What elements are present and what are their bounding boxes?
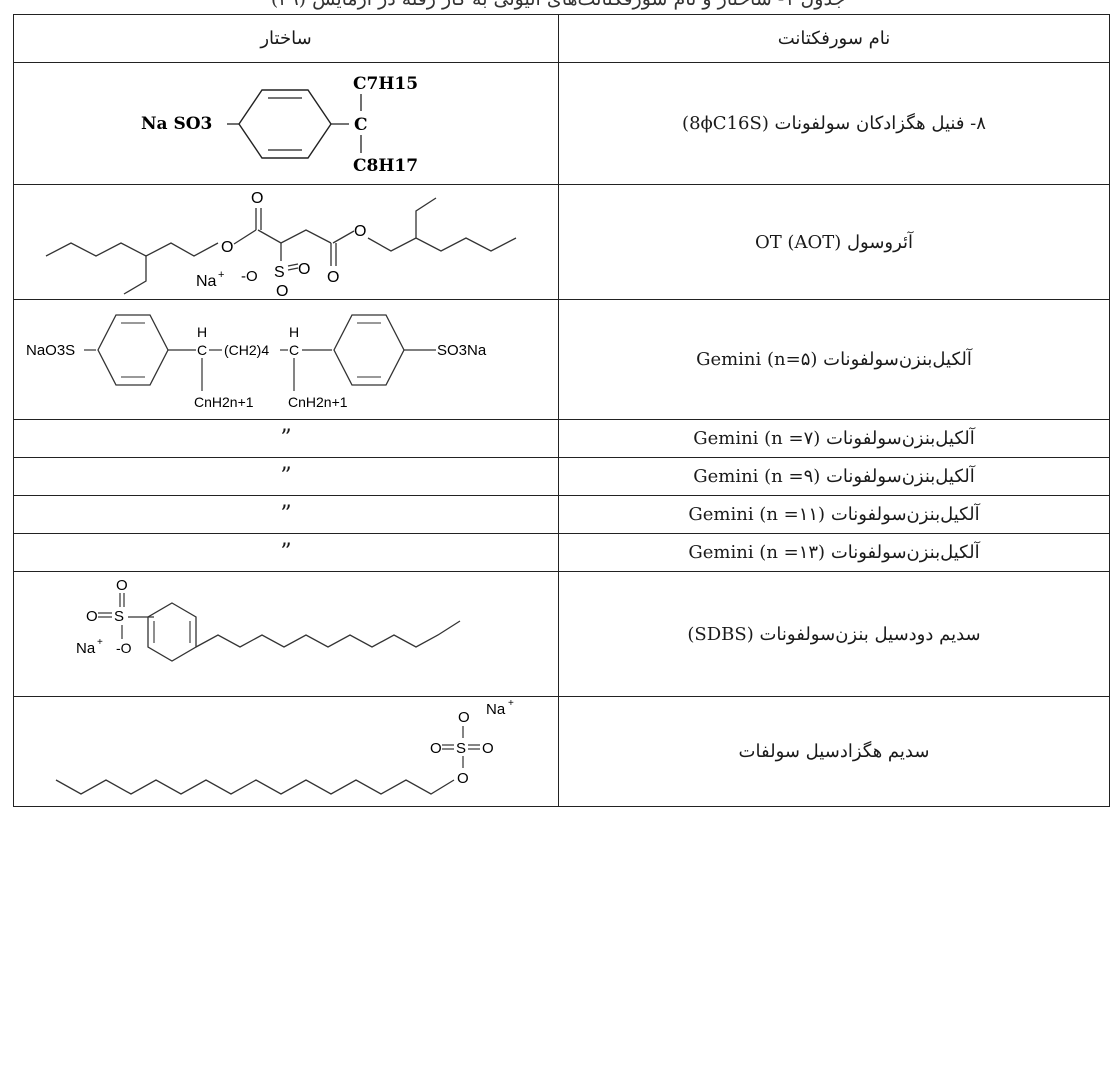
surfactant-name: آلکیل‌بنزن‌سولفونات Gemini (n =۱۱) — [558, 495, 1110, 534]
table-row: ” آلکیل‌بنزن‌سولفونات Gemini (n =۱۱) — [13, 495, 1110, 534]
table-caption: جدول ۱- ساختار و نام سورفکتانت‌های آنیون… — [0, 0, 1116, 14]
benzene-ring — [238, 88, 332, 159]
structure-cell: NaO3S H C CnH2n+1 (CH2)4 H C CnH2n+1 — [13, 299, 559, 420]
svg-text:Na: Na — [76, 640, 96, 657]
aot-structure: O O S O O -O Na + O O — [45, 190, 517, 298]
gemini-structure: NaO3S H C CnH2n+1 (CH2)4 H C CnH2n+1 — [26, 313, 487, 410]
svg-text:(CH2)4: (CH2)4 — [224, 342, 269, 358]
surfactant-name: آئروسول OT (AOT) — [558, 184, 1110, 300]
formula-text: C7H15 — [353, 74, 418, 94]
svg-text:-O: -O — [241, 268, 258, 285]
svg-text:C: C — [197, 342, 207, 358]
ditto-mark: ” — [13, 533, 559, 572]
sdbs-structure: O S O -O Na + — [76, 577, 461, 662]
table-row: NaO3S H C CnH2n+1 (CH2)4 H C CnH2n+1 — [13, 299, 1110, 420]
svg-text:NaO3S: NaO3S — [26, 342, 75, 359]
svg-text:O: O — [251, 190, 263, 207]
formula-text: C8H17 — [353, 156, 418, 176]
table-row: ” آلکیل‌بنزن‌سولفونات Gemini (n =۷) — [13, 419, 1110, 458]
svg-text:SO3Na: SO3Na — [437, 342, 487, 359]
surfactant-name: آلکیل‌بنزن‌سولفونات Gemini (n=۵) — [558, 299, 1110, 420]
svg-text:O: O — [458, 709, 470, 726]
svg-text:O: O — [221, 239, 233, 256]
svg-text:O: O — [116, 577, 128, 594]
surfactant-name: آلکیل‌بنزن‌سولفونات Gemini (n =۹) — [558, 457, 1110, 496]
svg-text:CnH2n+1: CnH2n+1 — [194, 394, 254, 410]
surfactant-name: آلکیل‌بنزن‌سولفونات Gemini (n =۷) — [558, 419, 1110, 458]
ditto-mark: ” — [13, 457, 559, 496]
svg-text:C: C — [289, 342, 299, 358]
svg-text:O: O — [298, 261, 310, 278]
table-header-row: ساختار نام سورفکتانت — [13, 14, 1110, 63]
structure-cell: O S O -O Na + — [13, 571, 559, 697]
table-row: ” آلکیل‌بنزن‌سولفونات Gemini (n =۹) — [13, 457, 1110, 496]
header-structure: ساختار — [13, 14, 559, 63]
surfactant-name: آلکیل‌بنزن‌سولفونات Gemini (n =۱۳) — [558, 533, 1110, 572]
structure-cell: Na SO3 C7H15 C C8H17 — [13, 62, 559, 185]
structure-cell: O O S O O -O Na + O O — [13, 184, 559, 300]
table-row: O S O -O Na + سدیم دودسیل بنزن‌سولفونات … — [13, 571, 1110, 697]
svg-text:Na: Na — [486, 701, 506, 718]
svg-text:O: O — [86, 608, 98, 625]
surfactant-name: سدیم هگزادسیل سولفات — [558, 696, 1110, 807]
ditto-mark: ” — [13, 419, 559, 458]
ditto-mark: ” — [13, 495, 559, 534]
svg-text:+: + — [97, 637, 103, 648]
svg-text:-O: -O — [116, 640, 132, 656]
svg-text:S: S — [456, 740, 466, 757]
surfactant-name: ۸- فنیل هگزادکان سولفونات (8ϕC16S) — [558, 62, 1110, 185]
formula-text: Na SO3 — [141, 114, 212, 134]
svg-text:O: O — [430, 740, 442, 757]
svg-text:S: S — [274, 264, 285, 281]
svg-text:O: O — [327, 269, 339, 286]
svg-text:Na: Na — [196, 273, 217, 290]
surfactant-name: سدیم دودسیل بنزن‌سولفونات (SDBS) — [558, 571, 1110, 697]
formula-text: C — [354, 115, 368, 135]
structure-cell: Na + O S O O O — [13, 696, 559, 807]
table-row: ” آلکیل‌بنزن‌سولفونات Gemini (n =۱۳) — [13, 533, 1110, 572]
table-caption-text: جدول ۱- ساختار و نام سورفکتانت‌های آنیون… — [0, 0, 1116, 10]
svg-text:CnH2n+1: CnH2n+1 — [288, 394, 348, 410]
svg-text:H: H — [289, 324, 299, 340]
svg-text:S: S — [114, 608, 124, 625]
svg-text:O: O — [457, 770, 469, 787]
surfactant-table: ساختار نام سورفکتانت Na SO3 C7H15 C C8H1… — [13, 14, 1110, 807]
table-row: Na SO3 C7H15 C C8H17 ۸- فنیل هگزادکان سو… — [13, 62, 1110, 185]
svg-text:+: + — [218, 269, 224, 281]
svg-text:H: H — [197, 324, 207, 340]
svg-text:O: O — [276, 283, 288, 298]
svg-text:+: + — [508, 698, 514, 709]
table-row: Na + O S O O O سدیم هگزادسیل سولفات — [13, 696, 1110, 807]
svg-text:O: O — [482, 740, 494, 757]
phenylhexadecane-sulfonate-structure: Na SO3 C7H15 C C8H17 — [141, 74, 418, 176]
table-row: O O S O O -O Na + O O — [13, 184, 1110, 300]
svg-text:O: O — [354, 223, 366, 240]
hexadecyl-sulfate-structure: Na + O S O O O — [55, 698, 514, 795]
header-name: نام سورفکتانت — [558, 14, 1110, 63]
